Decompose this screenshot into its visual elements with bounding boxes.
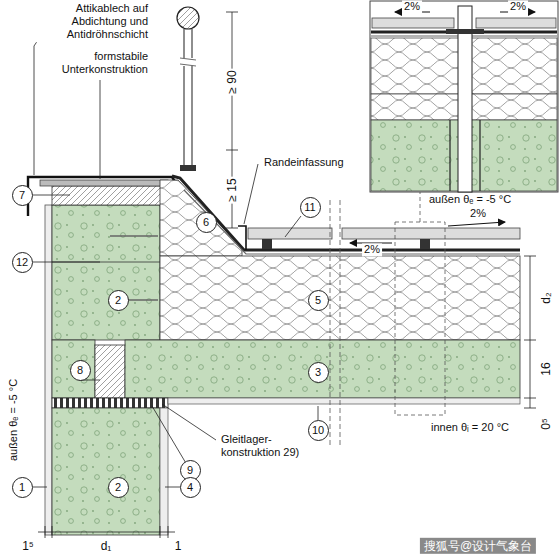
callout-number: 2 (115, 481, 121, 493)
dimension: d₁ (99, 539, 114, 553)
dimension: 1 (173, 539, 184, 553)
callout-number: 2 (115, 294, 121, 306)
callout-number: 10 (312, 424, 324, 436)
callout-circle: 2 (108, 477, 129, 498)
temperature-label: außen θₑ = -5 °C (7, 377, 20, 463)
callout-circle: 2 (108, 290, 129, 311)
note-text: formstabile Unterkonstruktion (54, 50, 150, 76)
dimension: 16 (539, 360, 553, 377)
slope-label: 2% (402, 0, 422, 13)
dimension: ≥ 90 (225, 68, 239, 95)
dimension: 1⁵ (20, 539, 36, 553)
dimension: 0⁵ (539, 416, 553, 432)
slope-label: 2% (468, 207, 488, 220)
callout-circle: 6 (196, 212, 217, 233)
callout-circle: 8 (70, 360, 91, 381)
callout-circle: 12 (12, 252, 33, 273)
slope-label: 2% (362, 243, 382, 256)
callout-circle: 10 (308, 420, 329, 441)
callout-number: 4 (187, 481, 193, 493)
slope-label: 2% (508, 0, 528, 13)
dimension: d₂ (539, 290, 553, 305)
callout-number: 9 (187, 464, 193, 476)
callout-circle: 1 (12, 477, 33, 498)
callout-number: 11 (304, 201, 315, 213)
callout-number: 5 (315, 294, 321, 306)
temperature-label: außen θₑ = -5 °C (427, 193, 513, 206)
note-text: Attikablech auf Abdichtung und Antidröhn… (34, 2, 150, 42)
dimension: ≥ 15 (225, 176, 239, 203)
callout-circle: 4 (180, 477, 201, 498)
watermark: 搜狐号@设计气象台 (420, 538, 536, 554)
temperature-label: innen θᵢ = 20 °C (429, 421, 511, 434)
callout-circle: 5 (308, 290, 329, 311)
callout-number: 8 (77, 364, 83, 376)
note-text: Randeinfassung (262, 156, 346, 169)
note-text: Gleitlager- konstruktion 29) (219, 433, 305, 459)
callout-number: 3 (315, 366, 321, 378)
callout-number: 1 (19, 481, 25, 493)
callout-circle: 7 (12, 185, 33, 206)
callout-number: 12 (16, 256, 28, 268)
callout-circle: 3 (308, 362, 329, 383)
callout-number: 6 (203, 216, 209, 228)
callout-number: 7 (19, 189, 25, 201)
callout-circle: 11 (300, 197, 321, 218)
